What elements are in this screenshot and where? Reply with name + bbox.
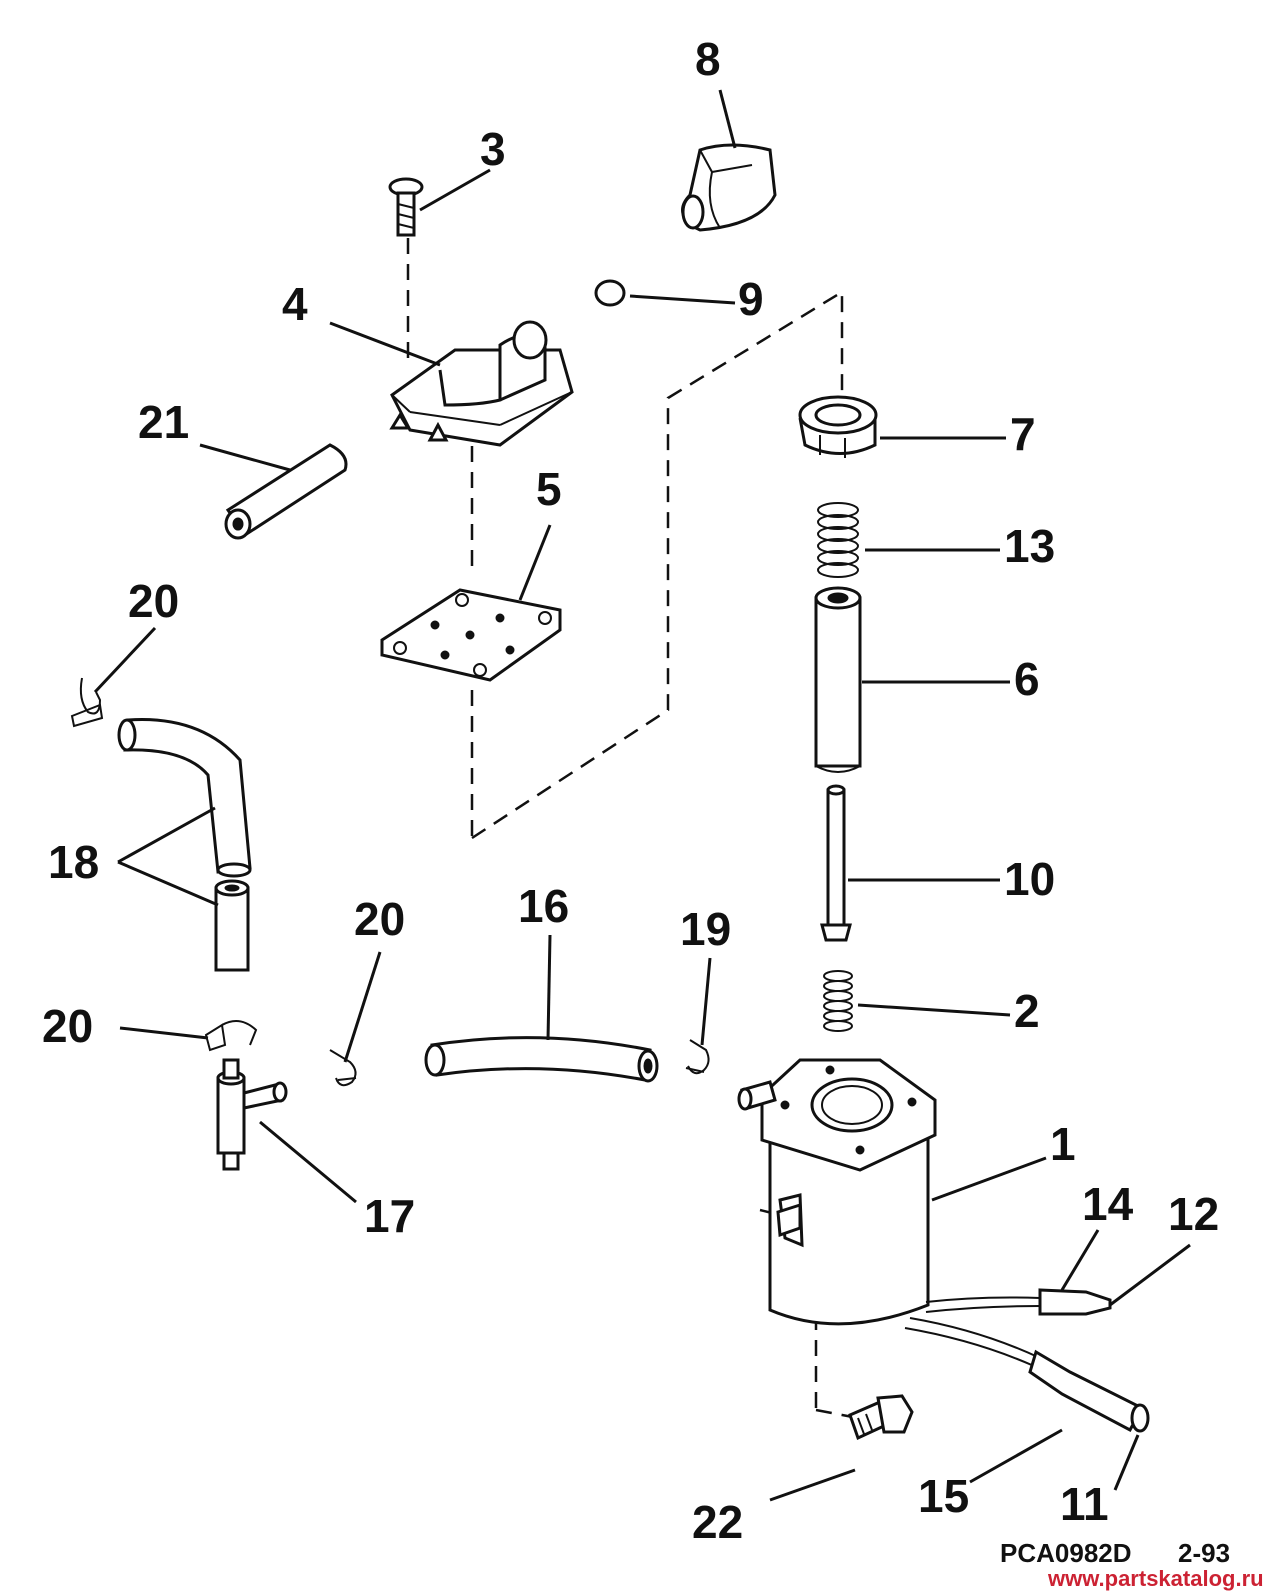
callout-6: 6	[1014, 653, 1040, 705]
callout-10: 10	[1004, 853, 1055, 905]
callout-12: 12	[1168, 1188, 1219, 1240]
part-18-hose-bent	[117, 718, 252, 878]
part-10-rod	[820, 784, 852, 942]
callout-15: 15	[918, 1470, 969, 1522]
part-20-clip-upper	[70, 677, 104, 728]
callout-8: 8	[695, 33, 721, 85]
part-19-clip	[685, 1039, 710, 1075]
callout-9: 9	[738, 273, 764, 325]
callout-4: 4	[282, 278, 308, 330]
callout-20-lower: 20	[42, 1000, 93, 1052]
callout-17: 17	[364, 1190, 415, 1242]
callout-20-middle: 20	[354, 893, 405, 945]
callout-1: 1	[1050, 1118, 1076, 1170]
callout-7: 7	[1010, 408, 1036, 460]
callout-labels: 8 3 9 4 7 21 5 13 20 6 18 10 16 19 20 2 …	[42, 33, 1219, 1548]
callout-18: 18	[48, 836, 99, 888]
callout-2: 2	[1014, 985, 1040, 1037]
part-2-spring	[823, 970, 853, 1032]
callout-14: 14	[1082, 1178, 1134, 1230]
part-7-nut	[798, 395, 878, 458]
part-6-cylinder	[814, 586, 862, 773]
callout-20-upper: 20	[128, 575, 179, 627]
watermark: www.partskatalog.ru	[1047, 1566, 1264, 1591]
callout-3: 3	[480, 123, 506, 175]
part-13-spring	[817, 502, 859, 578]
part-21-tube	[224, 443, 348, 540]
part-8-cap	[681, 143, 777, 232]
callout-13: 13	[1004, 520, 1055, 572]
part-1-pump-body	[737, 1058, 937, 1326]
callout-11: 11	[1060, 1478, 1109, 1530]
leader-lines	[93, 89, 1191, 1502]
part-17-tee-fitting	[216, 1058, 288, 1171]
part-9-o-ring	[594, 279, 626, 307]
callout-22: 22	[692, 1496, 743, 1548]
callout-19: 19	[680, 903, 731, 955]
part-3-screw	[388, 177, 424, 237]
part-5-diaphragm	[380, 588, 562, 682]
part-4-cover	[389, 320, 574, 447]
part-22-bolt	[848, 1394, 914, 1441]
part-20-clip-lower	[204, 1020, 258, 1052]
diagram-date: 2-93	[1178, 1538, 1230, 1568]
part-18-hose-straight	[214, 879, 250, 972]
diagram-code: PCA0982D	[1000, 1538, 1132, 1568]
callout-21: 21	[138, 396, 189, 448]
part-20-clip-middle	[329, 1049, 357, 1087]
part-16-hose	[424, 1036, 659, 1083]
callout-5: 5	[536, 463, 562, 515]
callout-16: 16	[518, 880, 569, 932]
wire-harness	[904, 1288, 1150, 1433]
